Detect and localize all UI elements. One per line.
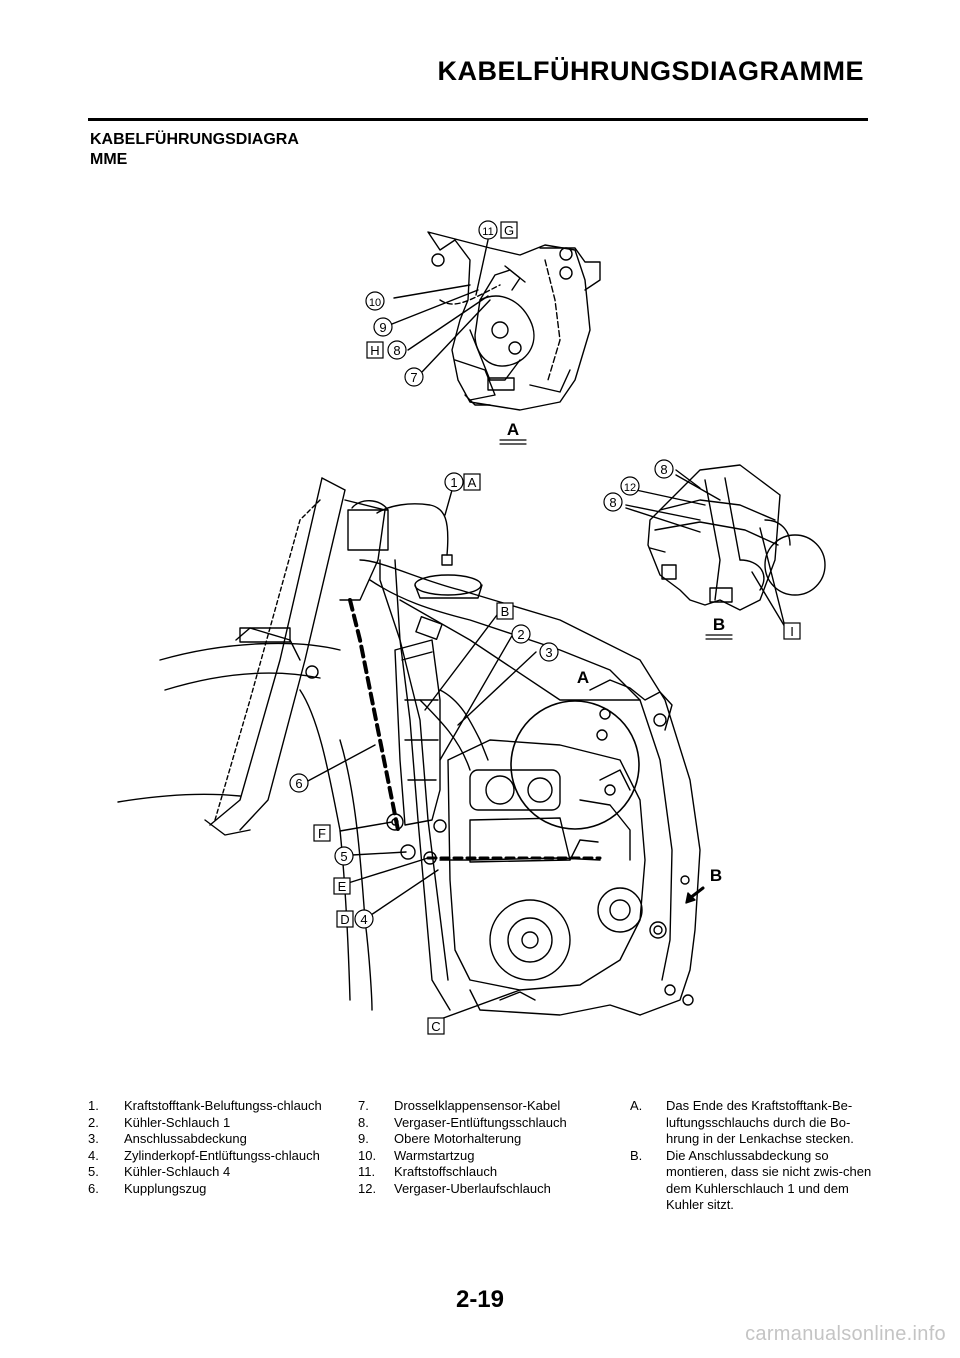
svg-text:8: 8 — [609, 495, 616, 510]
legend-item: 2.Kühler-Schlauch 1 — [88, 1114, 231, 1130]
callout-d: D — [336, 910, 354, 928]
detail-a-view-label: A — [507, 420, 519, 439]
legend-item: 5.Kühler-Schlauch 4 — [88, 1164, 231, 1179]
callout-4: 4 — [354, 909, 374, 929]
callout-8-b-lower: 8 — [603, 492, 623, 512]
legend-item: 11.Kraftstoffschlauch — [358, 1164, 498, 1179]
callout-b: B — [496, 602, 514, 620]
watermark: carmanualsonline.info — [745, 1323, 946, 1345]
callout-g: G — [500, 221, 518, 239]
callout-c: C — [427, 1017, 445, 1035]
svg-text:12: 12 — [624, 482, 636, 494]
svg-text:3: 3 — [545, 645, 552, 660]
callout-f: F — [313, 824, 331, 842]
svg-text:D: D — [340, 912, 349, 927]
svg-text:C: C — [431, 1019, 440, 1034]
callout-6: 6 — [289, 773, 309, 793]
svg-text:8: 8 — [393, 343, 400, 358]
svg-text:B: B — [501, 604, 510, 619]
legend-item: 3.Anschlussabdeckung — [88, 1131, 247, 1146]
callout-h: H — [366, 341, 384, 359]
callout-10: 10 — [365, 291, 385, 311]
svg-text:6: 6 — [295, 776, 302, 791]
legend-item: 7.Drosselklappensensor-Kabel — [358, 1098, 561, 1113]
callout-12: 12 — [620, 476, 640, 496]
svg-text:10: 10 — [369, 297, 381, 309]
legend-column-3: A.Das Ende des Kraftstofftank-Be-luftung… — [630, 1098, 875, 1214]
svg-text:G: G — [504, 223, 514, 238]
svg-text:4: 4 — [360, 912, 367, 927]
svg-text:5: 5 — [340, 849, 347, 864]
detail-b-view-label: B — [713, 615, 725, 634]
page-number: 2-19 — [455, 1286, 505, 1313]
svg-text:7: 7 — [410, 370, 417, 385]
detail-b-drawing — [647, 464, 826, 611]
section-title-line2: MME — [90, 151, 128, 168]
detail-a-drawing — [427, 231, 601, 411]
legend-item: 4.Zylinderkopf-Entlüftungss-chlauch — [88, 1147, 320, 1163]
legend-item: 6.Kupplungszug — [88, 1180, 207, 1196]
svg-text:E: E — [338, 879, 347, 894]
callout-7: 7 — [404, 367, 424, 387]
section-title: KABELFÜHRUNGSDIA­GRA MME — [90, 130, 299, 170]
callout-8-top: 8 — [387, 340, 407, 360]
svg-text:9: 9 — [379, 320, 386, 335]
callout-8-b-upper: 8 — [654, 459, 674, 479]
legend-item: 12.Vergaser-Uberlaufschlauch — [358, 1180, 551, 1196]
svg-text:H: H — [370, 343, 379, 358]
svg-text:8: 8 — [660, 462, 667, 477]
callout-2: 2 — [511, 624, 531, 644]
motorcycle-frame-drawing — [117, 477, 705, 1016]
callout-11: 11 — [478, 220, 498, 240]
legend-column-1: 1.Kraftstofftank-Beluftungss-chlauch 2.K… — [88, 1098, 328, 1197]
legend-column-2: 7.Drosselklappensensor-Kabel 8.Vergaser-… — [358, 1098, 608, 1197]
svg-text:F: F — [318, 826, 326, 841]
callout-5: 5 — [334, 846, 354, 866]
svg-text:1: 1 — [450, 475, 457, 490]
legend-item: A.Das Ende des Kraftstofftank-Be-luftung… — [630, 1098, 854, 1146]
svg-text:I: I — [790, 624, 794, 639]
legend-item: 1.Kraftstofftank-Beluftungss-chlauch — [88, 1098, 322, 1113]
callout-9: 9 — [373, 317, 393, 337]
callout-3: 3 — [539, 642, 559, 662]
callout-a: A — [463, 473, 481, 491]
legend-item: 9.Obere Motorhalterung — [358, 1131, 522, 1146]
arrow-b-label: B — [710, 866, 722, 885]
svg-text:A: A — [468, 475, 477, 490]
legend-item: B.Die Anschlussabdeckung so montieren, d… — [630, 1147, 872, 1213]
cable-routing-diagram: 11 G 10 9 H 8 7 A 1 — [117, 220, 826, 1035]
callout-e: E — [333, 877, 351, 895]
svg-text:11: 11 — [482, 226, 493, 238]
header-rule — [88, 118, 868, 121]
legend-item: 10.Warmstartzug — [358, 1147, 475, 1163]
svg-text:2: 2 — [517, 627, 524, 642]
callout-1: 1 — [444, 472, 464, 492]
legend-item: 8.Vergaser-Entlüftungsschlauch — [358, 1114, 567, 1130]
circle-a-label: A — [577, 668, 589, 687]
section-title-line1: KABELFÜHRUNGSDIA­GRA — [90, 131, 299, 148]
page-header-title: KABELFÜHRUNGSDIAGRAMME — [437, 56, 864, 86]
callout-i: I — [783, 622, 801, 640]
